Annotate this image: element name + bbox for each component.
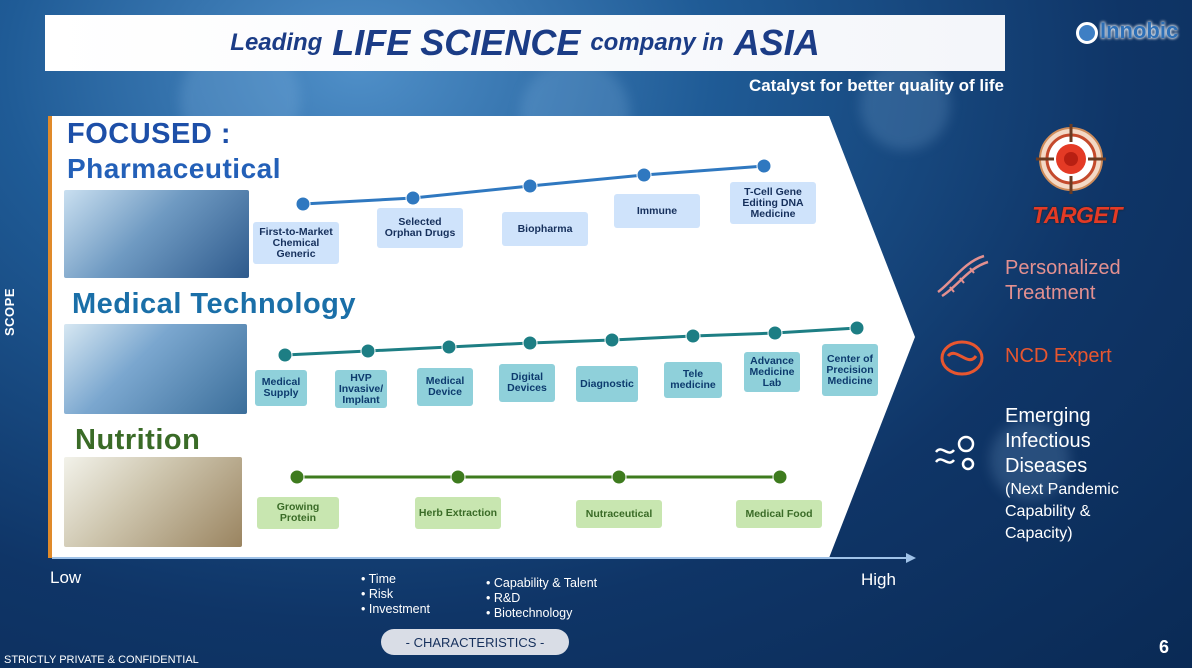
- point-label: Center of Precision Medicine: [822, 344, 878, 396]
- point-label: Immune: [614, 194, 700, 228]
- characteristics-pill: - CHARACTERISTICS -: [381, 629, 569, 655]
- confidential-note: STRICTLY PRIVATE & CONFIDENTIAL: [4, 654, 199, 666]
- title-end: ASIA: [733, 22, 820, 63]
- title-prefix: Leading: [230, 29, 323, 56]
- point-label: Digital Devices: [499, 364, 555, 402]
- background-bokeh: [860, 60, 950, 150]
- emerging-sub-line: Capability &: [1005, 503, 1091, 520]
- characteristic-item: • Biotechnology: [486, 606, 573, 620]
- subtitle: Catalyst for better quality of life: [748, 76, 1004, 95]
- title-main: LIFE SCIENCE: [332, 22, 581, 63]
- point-label: Herb Extraction: [415, 497, 501, 529]
- personalized-line: Personalized: [1005, 257, 1121, 279]
- nutrition-photo: [64, 457, 242, 547]
- scope-label: SCOPE: [2, 287, 17, 336]
- point-label: T-Cell Gene Editing DNA Medicine: [730, 182, 816, 224]
- nutrition-heading: Nutrition: [75, 424, 201, 456]
- axis-high-label: High: [861, 570, 896, 589]
- focused-heading: FOCUSED :: [67, 118, 231, 150]
- characteristic-item: • Investment: [361, 602, 430, 616]
- characteristics-list-2: • Capability & Talent • R&D • Biotechnol…: [486, 576, 597, 621]
- point-label: Selected Orphan Drugs: [377, 208, 463, 248]
- panel-edge: [48, 116, 52, 558]
- logo-text: Innobic: [1100, 18, 1179, 43]
- medical-technology-heading: Medical Technology: [72, 288, 357, 320]
- characteristic-item: • Capability & Talent: [486, 576, 598, 590]
- axis-low-label: Low: [50, 568, 82, 587]
- point-label: Advance Medicine Lab: [744, 352, 800, 392]
- virus-icon: [935, 435, 975, 471]
- title-banner: Leading LIFE SCIENCE company in ASIA: [45, 15, 1005, 71]
- dna-icon: [937, 254, 989, 298]
- scope-axis-line: [52, 557, 908, 559]
- pharmaceutical-photo: [64, 190, 249, 278]
- emerging-sub-line: Capacity): [1005, 525, 1073, 542]
- point-label: Medical Device: [417, 368, 473, 406]
- characteristic-item: • Time: [361, 572, 396, 586]
- point-label: First-to-Market Chemical Generic: [253, 222, 339, 264]
- point-label: Medical Supply: [255, 370, 307, 406]
- target-icon: [1036, 124, 1106, 194]
- page-number: 6: [1159, 637, 1170, 657]
- title-mid: company in: [590, 29, 724, 56]
- background-bokeh: [990, 420, 1070, 500]
- point-label: Biopharma: [502, 212, 588, 246]
- emerging-sub-line: (Next Pandemic: [1005, 481, 1119, 498]
- point-label: Nutraceutical: [576, 500, 662, 528]
- emerging-line: Diseases: [1005, 455, 1088, 477]
- point-label: Tele medicine: [664, 362, 722, 398]
- point-label: Growing Protein: [257, 497, 339, 529]
- characteristic-item: • Risk: [361, 587, 394, 601]
- point-label: HVP Invasive/ Implant: [335, 370, 387, 408]
- ncd-organ-icon: [940, 340, 984, 376]
- characteristic-item: • R&D: [486, 591, 521, 605]
- ncd-expert: NCD Expert: [1005, 345, 1112, 367]
- point-label: Medical Food: [736, 500, 822, 528]
- target-label: TARGET: [1032, 202, 1122, 228]
- medical-technology-photo: [64, 324, 247, 414]
- logo-mark-icon: [1076, 22, 1098, 44]
- emerging-line: Emerging: [1005, 405, 1091, 427]
- innobic-logo: Innobic: [1076, 0, 1186, 50]
- point-label: Diagnostic: [576, 366, 638, 402]
- emerging-infectious-diseases: Emerging Infectious Diseases (Next Pande…: [1005, 404, 1119, 545]
- personalized-treatment: Personalized Treatment: [1005, 256, 1121, 306]
- emerging-line: Infectious: [1005, 430, 1091, 452]
- scope-axis-arrow-icon: [906, 553, 916, 563]
- characteristics-list-1: • Time • Risk • Investment: [361, 572, 430, 617]
- personalized-line: Treatment: [1005, 282, 1096, 304]
- pharmaceutical-heading: Pharmaceutical: [67, 153, 281, 184]
